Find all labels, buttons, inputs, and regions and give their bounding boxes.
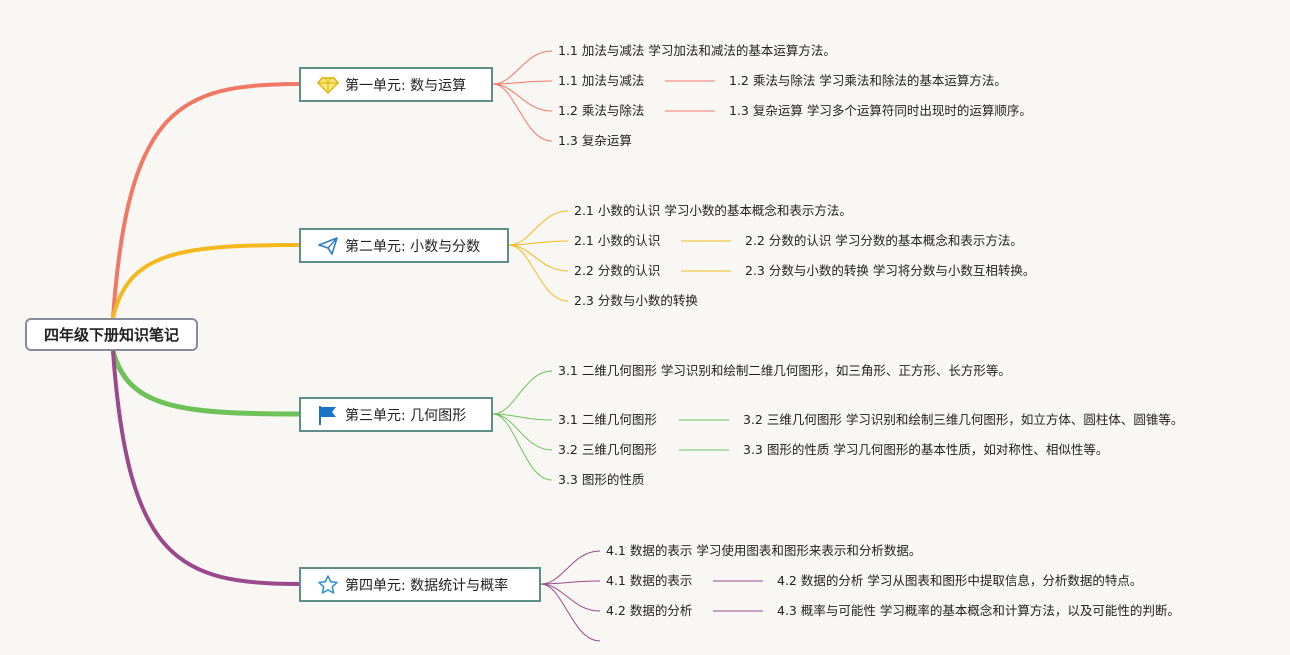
subtopic-label[interactable]: 1.1 加法与减法 学习加法和减法的基本运算方法。: [558, 43, 836, 58]
subtopic-label[interactable]: 4.2 数据的分析: [606, 603, 693, 618]
branch-item-3-1: [492, 370, 553, 415]
detail-label[interactable]: 3.2 三维几何图形 学习识别和绘制三维几何图形，如立方体、圆柱体、圆锥等。: [743, 412, 1184, 427]
detail-label[interactable]: 2.2 分数的认识 学习分数的基本概念和表示方法。: [745, 233, 1023, 248]
branch-item-3-4: [492, 413, 553, 481]
detail-label[interactable]: 4.2 数据的分析 学习从图表和图形中提取信息，分析数据的特点。: [777, 573, 1143, 588]
subtopic-label[interactable]: 1.1 加法与减法: [558, 73, 645, 88]
subtopic-label[interactable]: 3.3 图形的性质: [558, 472, 645, 487]
branch-item-1-3: [492, 83, 553, 112]
branch-item-3-2: [492, 413, 553, 421]
diamond-icon: [317, 74, 339, 96]
subtopic-label[interactable]: 2.1 小数的认识 学习小数的基本概念和表示方法。: [574, 203, 852, 218]
branch-item-4-4: [540, 583, 601, 642]
detail-label[interactable]: 3.3 图形的性质 学习几何图形的基本性质，如对称性、相似性等。: [743, 442, 1109, 457]
branch-item-2-2: [508, 240, 569, 246]
branch-item-4-2: [540, 580, 601, 585]
star-icon: [317, 574, 339, 596]
subtopic-label[interactable]: 3.1 二维几何图形 学习识别和绘制二维几何图形，如三角形、正方形、长方形等。: [558, 363, 1011, 378]
unit-3-topic[interactable]: 第三单元: 几何图形: [299, 397, 493, 432]
unit-4-topic[interactable]: 第四单元: 数据统计与概率: [299, 567, 541, 602]
unit-title: 第二单元: 小数与分数: [345, 238, 481, 255]
detail-label[interactable]: 4.3 概率与可能性 学习概率的基本概念和计算方法，以及可能性的判断。: [777, 603, 1180, 618]
detail-label[interactable]: 1.2 乘法与除法 学习乘法和除法的基本运算方法。: [729, 73, 1007, 88]
branch-item-2-4: [508, 244, 569, 302]
subtopic-label[interactable]: 4.1 数据的表示: [606, 573, 693, 588]
subtopic-label[interactable]: 2.3 分数与小数的转换: [574, 293, 698, 308]
branch-item-1-4: [492, 83, 553, 142]
branch-item-2-1: [508, 210, 569, 246]
branch-item-1-1: [492, 50, 553, 85]
branch-item-4-3: [540, 583, 601, 612]
subtopic-label[interactable]: 3.1 二维几何图形: [558, 412, 657, 427]
subtopic-label[interactable]: 4.1 数据的表示 学习使用图表和图形来表示和分析数据。: [606, 543, 922, 558]
root-topic[interactable]: 四年级下册知识笔记: [25, 318, 198, 351]
detail-label[interactable]: 1.3 复杂运算 学习多个运算符同时出现时的运算顺序。: [729, 103, 1032, 118]
subtopic-label[interactable]: 3.2 三维几何图形: [558, 442, 657, 457]
unit-2-topic[interactable]: 第二单元: 小数与分数: [299, 228, 509, 263]
subtopic-label[interactable]: 1.3 复杂运算: [558, 133, 632, 148]
unit-1-topic[interactable]: 第一单元: 数与运算: [299, 67, 493, 102]
unit-title: 第三单元: 几何图形: [345, 407, 467, 424]
subtopic-label[interactable]: 2.1 小数的认识: [574, 233, 661, 248]
branch-unit-1: [111, 82, 300, 319]
branch-item-2-3: [508, 244, 569, 272]
flag-icon: [317, 404, 339, 426]
subtopic-label[interactable]: 1.2 乘法与除法: [558, 103, 645, 118]
unit-title: 第一单元: 数与运算: [345, 77, 467, 94]
branch-item-4-1: [540, 550, 601, 585]
branch-item-1-2: [492, 80, 553, 85]
subtopic-label[interactable]: 2.2 分数的认识: [574, 263, 661, 278]
branch-unit-3: [110, 350, 300, 417]
detail-label[interactable]: 2.3 分数与小数的转换 学习将分数与小数互相转换。: [745, 263, 1036, 278]
paper-plane-icon: [317, 235, 339, 257]
branch-unit-4: [111, 350, 300, 586]
branch-item-3-3: [492, 413, 553, 451]
branch-unit-2: [111, 243, 300, 319]
unit-title: 第四单元: 数据统计与概率: [345, 577, 509, 594]
